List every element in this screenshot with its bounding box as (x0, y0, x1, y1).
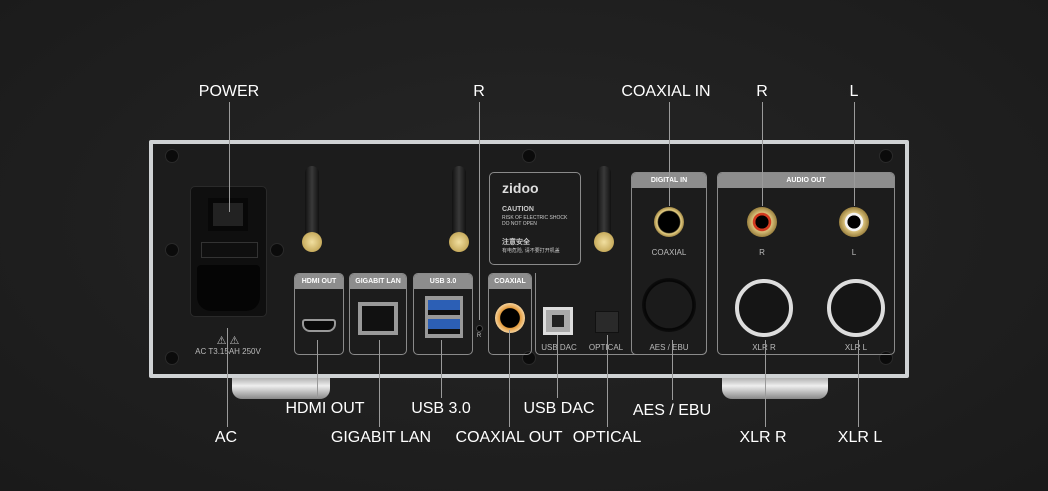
rca-l-port[interactable] (839, 207, 869, 237)
caution-line1: RISK OF ELECTRIC SHOCK (502, 215, 568, 221)
hdmi-port[interactable] (302, 319, 336, 332)
caution-title: CAUTION (502, 206, 534, 213)
coaxial-out-port[interactable] (495, 303, 525, 333)
ethernet-port[interactable] (358, 302, 398, 335)
callout-hdmi-out: HDMI OUT (285, 400, 365, 417)
reset-button[interactable] (476, 325, 483, 332)
iec-socket (197, 265, 260, 311)
reset-label: R (476, 333, 482, 339)
caution-cn-title: 注意安全 (502, 239, 530, 246)
antenna-1[interactable] (305, 166, 319, 236)
callout-audio-r: R (756, 83, 768, 100)
hdmi-section: HDMI OUT (294, 273, 344, 355)
usb-dac-port[interactable] (543, 307, 573, 335)
callout-aes-ebu: AES / EBU (632, 402, 712, 419)
power-switch[interactable] (208, 198, 248, 231)
usb3-header: USB 3.0 (414, 274, 472, 289)
optical-label: OPTICAL (588, 343, 624, 352)
foot-left (232, 377, 330, 399)
lan-header: GIGABIT LAN (350, 274, 406, 289)
aes-ebu-port[interactable] (642, 278, 696, 332)
callout-ac: AC (214, 429, 238, 446)
callout-usb-dac: USB DAC (523, 400, 595, 417)
lan-section: GIGABIT LAN (349, 273, 407, 355)
callout-power: POWER (198, 83, 260, 100)
caution-line2: DO NOT OPEN (502, 221, 537, 227)
aes-ebu-label: AES / EBU (649, 343, 689, 352)
caution-cn-line: 有电危险, 请不要打开机盖 (502, 248, 560, 254)
optical-port[interactable] (595, 311, 619, 333)
foot-right (722, 377, 828, 399)
rca-r-label: R (759, 248, 765, 257)
xlr-r-panel-label: XLR R (752, 343, 776, 352)
usb3-port-1[interactable] (428, 300, 460, 315)
antenna-2[interactable] (452, 166, 466, 236)
caution-label: zidoo CAUTION RISK OF ELECTRIC SHOCK DO … (489, 172, 581, 265)
callout-xlr-l: XLR L (837, 429, 883, 446)
callout-reset: R (473, 83, 485, 100)
xlr-l-panel-label: XLR L (844, 343, 868, 352)
brand-logo: zidoo (502, 180, 539, 196)
usb3-port-2[interactable] (428, 319, 460, 334)
hdmi-header: HDMI OUT (295, 274, 343, 289)
antenna-3[interactable] (597, 166, 611, 236)
callout-audio-l: L (849, 83, 859, 100)
usb-dac-label: USB DAC (541, 343, 577, 352)
usb3-section: USB 3.0 (413, 273, 473, 355)
callout-xlr-r: XLR R (739, 429, 787, 446)
rca-r-port[interactable] (747, 207, 777, 237)
callout-coaxial-out: COAXIAL OUT (455, 429, 563, 446)
coaxial-out-header: COAXIAL (489, 274, 531, 289)
rca-l-label: L (851, 248, 857, 257)
callout-coaxial-in: COAXIAL IN (621, 83, 711, 100)
xlr-l-port[interactable] (827, 279, 885, 337)
callout-optical: OPTICAL (572, 429, 642, 446)
coaxial-in-port[interactable] (654, 207, 684, 237)
fuse-holder (201, 242, 258, 258)
coaxial-in-label: COAXIAL (651, 248, 687, 257)
coaxial-out-section: COAXIAL (488, 273, 532, 355)
power-module (190, 186, 267, 317)
callout-usb3: USB 3.0 (411, 400, 471, 417)
callout-gigabit-lan: GIGABIT LAN (330, 429, 432, 446)
xlr-r-port[interactable] (735, 279, 793, 337)
